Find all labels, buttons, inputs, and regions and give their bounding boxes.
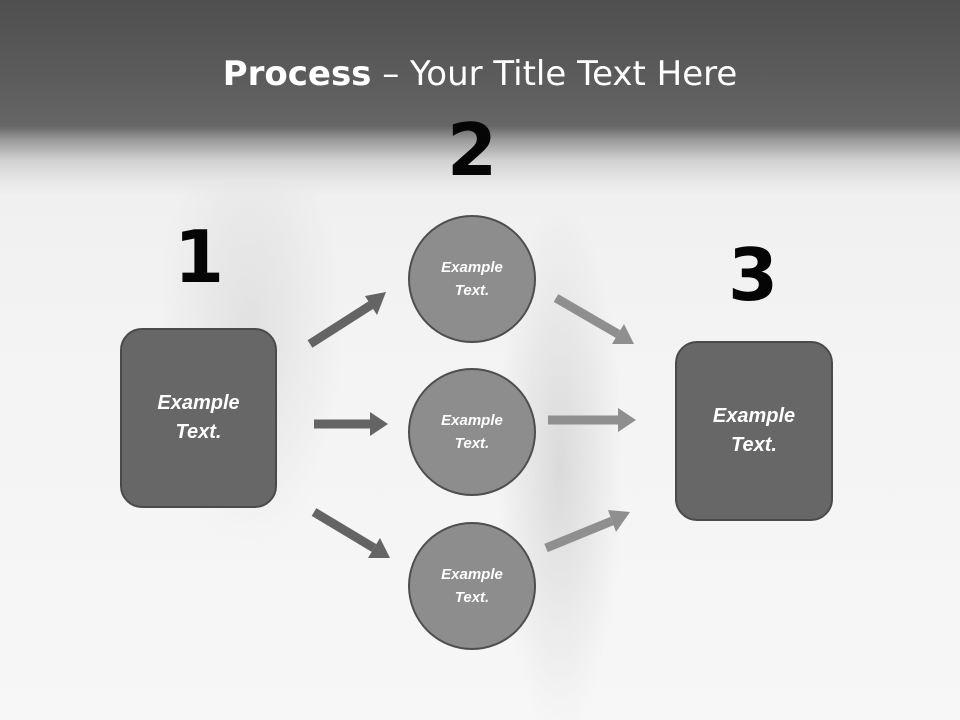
step-number-2: 2 (446, 108, 498, 192)
process-circle-bottom[interactable]: Example Text. (408, 522, 536, 650)
circle-middle-text: Example Text. (422, 409, 522, 455)
process-box-left[interactable]: Example Text. (120, 328, 277, 508)
process-box-right[interactable]: Example Text. (675, 341, 833, 521)
box-right-line1: Example (712, 405, 796, 427)
slide-title: Process – Your Title Text Here (0, 52, 960, 96)
process-circle-middle[interactable]: Example Text. (408, 368, 536, 496)
box-left-line2: Text. (175, 421, 222, 443)
circle-top-text: Example Text. (422, 256, 522, 302)
header-band (0, 0, 960, 195)
process-circle-top[interactable]: Example Text. (408, 215, 536, 343)
circle-bottom-line2: Text. (454, 589, 490, 606)
circle-middle-line1: Example (441, 412, 503, 429)
box-right-text: Example Text. (689, 402, 819, 460)
arrow-middle-to-right (548, 408, 636, 432)
box-left-line1: Example (157, 392, 240, 414)
circle-top-line1: Example (441, 259, 503, 276)
slide-title-bold: Process (222, 54, 372, 94)
arrow-bottom-to-right (544, 510, 630, 553)
arrow-left-to-middle (314, 412, 388, 436)
circle-top-line2: Text. (454, 282, 490, 299)
arrow-left-to-top (307, 292, 386, 348)
step-number-3: 3 (727, 233, 779, 317)
circle-bottom-line1: Example (441, 566, 503, 583)
circle-bottom-text: Example Text. (422, 563, 522, 609)
arrow-top-to-right (553, 294, 634, 344)
box-left-text: Example Text. (134, 389, 264, 447)
box-right-line2: Text. (731, 434, 777, 456)
arrow-left-to-bottom (311, 508, 390, 558)
slide-title-rest: – Your Title Text Here (371, 54, 738, 94)
step-number-1: 1 (173, 215, 225, 299)
circle-middle-line2: Text. (454, 435, 490, 452)
